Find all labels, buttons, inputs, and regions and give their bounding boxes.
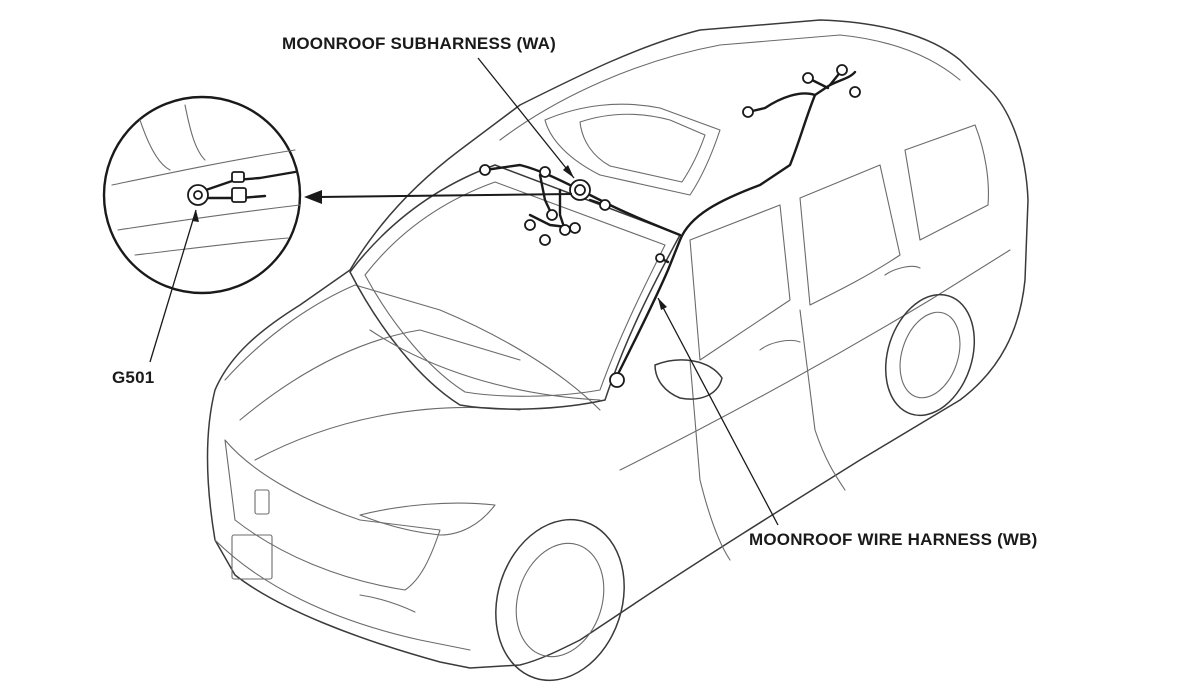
label-moonroof-wire-harness: MOONROOF WIRE HARNESS (WB) bbox=[749, 530, 1038, 549]
side-mirror bbox=[654, 359, 723, 400]
callout-leaders bbox=[149, 57, 779, 526]
rear-wheel bbox=[884, 293, 976, 417]
leader-wa bbox=[477, 57, 575, 179]
suv-vehicle-outline bbox=[206, 19, 1029, 682]
ground-point-detail bbox=[102, 95, 302, 295]
leader-g501 bbox=[149, 209, 197, 363]
harness-branch-rear bbox=[746, 92, 817, 114]
moonroof-wire-harness bbox=[479, 64, 861, 388]
cowl-line bbox=[369, 329, 601, 401]
harness-main-run bbox=[613, 70, 857, 382]
detail-rib bbox=[139, 119, 171, 171]
connector-rear-2 bbox=[802, 72, 814, 84]
front-wheel bbox=[495, 518, 625, 682]
leader-wa-arrow bbox=[563, 165, 574, 178]
connector-sub-3 bbox=[546, 209, 558, 221]
subharness-branch-2 bbox=[558, 188, 567, 232]
leader-g501-arrow bbox=[192, 210, 199, 222]
hood-crease-2 bbox=[254, 406, 521, 461]
windshield-inner bbox=[364, 181, 666, 397]
detail-clip-2 bbox=[231, 171, 245, 183]
connector-rear-3 bbox=[836, 64, 848, 76]
front-door-handle bbox=[759, 339, 801, 351]
label-moonroof-subharness: MOONROOF SUBHARNESS (WA) bbox=[282, 34, 556, 53]
connector-rear-4 bbox=[849, 86, 861, 98]
moonroof-inner bbox=[579, 113, 706, 183]
detail-pointer-line bbox=[317, 193, 573, 198]
rear-door-line bbox=[799, 309, 846, 491]
license-plate bbox=[231, 534, 273, 580]
front-door-line bbox=[689, 359, 731, 561]
quarter-window bbox=[904, 124, 989, 241]
connector-sub-7 bbox=[539, 234, 551, 246]
detail-pointer-arrow bbox=[304, 190, 322, 204]
detail-clip bbox=[231, 187, 247, 203]
connector-rear-1 bbox=[742, 106, 754, 118]
vehicle-body-outline bbox=[206, 19, 1029, 669]
label-ground-g501: G501 bbox=[112, 368, 155, 387]
hood-line bbox=[224, 284, 601, 411]
headlight bbox=[359, 502, 496, 536]
windshield-frame bbox=[349, 164, 681, 410]
rear-door-window bbox=[799, 164, 901, 306]
hood-crease bbox=[239, 329, 521, 421]
roof-rail bbox=[499, 34, 961, 141]
detail-panel-edge-3 bbox=[134, 237, 289, 256]
connector-sub-6 bbox=[569, 222, 581, 234]
detail-panel-edge-2 bbox=[117, 204, 301, 231]
connector-sub-5 bbox=[524, 219, 536, 231]
leader-wb bbox=[657, 297, 779, 526]
detail-ground-bolt bbox=[193, 190, 203, 200]
front-door-window bbox=[689, 204, 791, 361]
connector-front-left bbox=[479, 164, 491, 176]
moonroof-glass bbox=[544, 103, 721, 196]
rear-door-handle bbox=[884, 265, 921, 276]
emblem bbox=[254, 489, 270, 515]
leader-wb-arrow bbox=[658, 298, 667, 310]
detail-panel-edge bbox=[111, 149, 296, 186]
front-wheel-rim bbox=[515, 542, 605, 658]
connector-sub-1 bbox=[539, 166, 551, 178]
front-bumper bbox=[214, 539, 471, 651]
connector-sub-2 bbox=[599, 199, 611, 211]
connector-motor-core bbox=[574, 184, 586, 196]
detail-rib-2 bbox=[184, 104, 206, 161]
connector-pillar bbox=[655, 253, 665, 263]
grille bbox=[224, 439, 441, 591]
rear-wheel-rim bbox=[899, 311, 961, 399]
detail-harness bbox=[198, 170, 297, 194]
connector-sub-4 bbox=[559, 224, 571, 236]
fog-lamp bbox=[359, 594, 416, 613]
connector-lower bbox=[609, 372, 625, 388]
